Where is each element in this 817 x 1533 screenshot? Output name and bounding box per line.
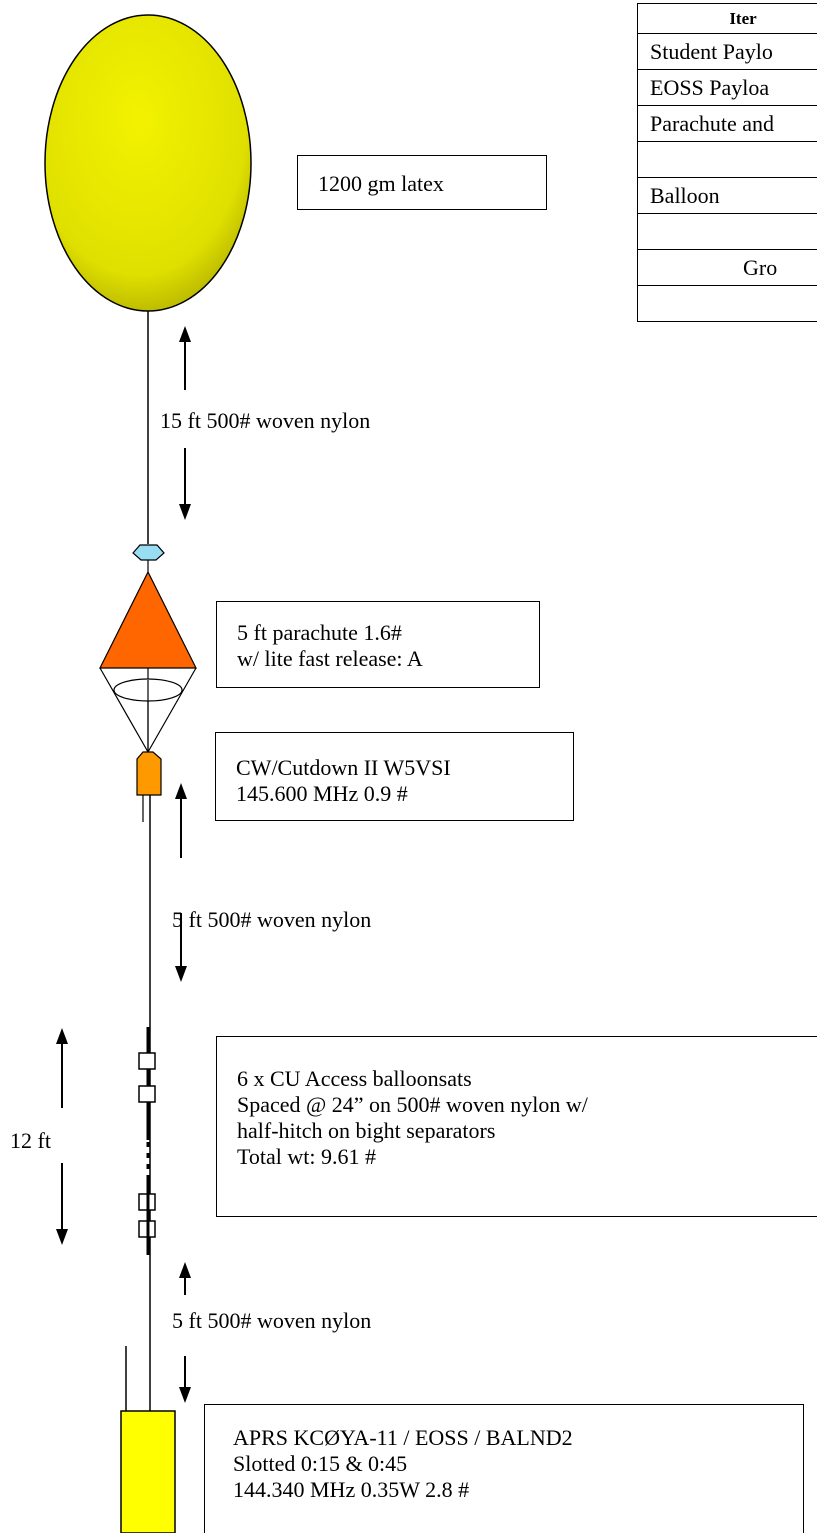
aprs-label-2: Slotted 0:15 & 0:45 (233, 1451, 408, 1476)
balloonsat-train (138, 1027, 156, 1255)
weight-table: Iter Student Paylo EOSS Payloa Parachute… (637, 3, 817, 322)
cutdown-module (136, 751, 162, 796)
balloonsats-label-2: Spaced @ 24” on 500# woven nylon w/ (237, 1092, 588, 1117)
table-cell: Gro (637, 249, 817, 286)
balloon-label: 1200 gm latex (318, 171, 444, 196)
table-cell: Balloon (637, 177, 817, 214)
span-label: 12 ft (10, 1128, 51, 1153)
table-header: Iter (637, 3, 817, 34)
table-cell: Parachute and (637, 105, 817, 142)
line-label-middle: 5 ft 500# woven nylon (172, 907, 372, 932)
table-cell: Student Paylo (637, 33, 817, 70)
cutdown-label-2: 145.600 MHz 0.9 # (236, 781, 408, 806)
cutdown-label-box: CW/Cutdown II W5VSI 145.600 MHz 0.9 # (215, 732, 574, 821)
line-label-top: 15 ft 500# woven nylon (160, 408, 371, 433)
balloonsats-label-1: 6 x CU Access balloonsats (237, 1066, 472, 1091)
table-cell (637, 285, 817, 322)
parachute-canopy (99, 570, 197, 669)
balloon-label-box: 1200 gm latex (297, 155, 547, 210)
release-device (132, 544, 165, 561)
length-arrow (179, 326, 191, 520)
line-label-bottom: 5 ft 500# woven nylon (172, 1308, 372, 1333)
table-cell (637, 141, 817, 178)
length-arrow (175, 783, 187, 982)
shroud-lines (99, 667, 197, 753)
balloonsats-label-box: 6 x CU Access balloonsats Spaced @ 24” o… (216, 1036, 817, 1217)
table-clip: Iter Student Paylo EOSS Payloa Parachute… (0, 0, 817, 400)
table-cell: EOSS Payloa (637, 69, 817, 106)
aprs-label-3: 144.340 MHz 0.35W 2.8 # (233, 1477, 470, 1502)
aprs-label-box: APRS KCØYA-11 / EOSS / BALND2 Slotted 0:… (204, 1404, 804, 1533)
parachute-label-2: w/ lite fast release: A (237, 646, 423, 671)
aprs-label-1: APRS KCØYA-11 / EOSS / BALND2 (233, 1425, 573, 1450)
length-arrow (179, 1262, 191, 1403)
parachute-label-box: 5 ft parachute 1.6# w/ lite fast release… (216, 601, 540, 688)
aprs-payload (120, 1410, 176, 1533)
balloonsats-label-3: half-hitch on bight separators (237, 1118, 496, 1143)
parachute-label-1: 5 ft parachute 1.6# (237, 620, 402, 645)
table-cell (637, 213, 817, 250)
cutdown-label-1: CW/Cutdown II W5VSI (236, 755, 451, 780)
span-arrow (56, 1028, 68, 1245)
balloonsats-label-4: Total wt: 9.61 # (237, 1144, 377, 1169)
